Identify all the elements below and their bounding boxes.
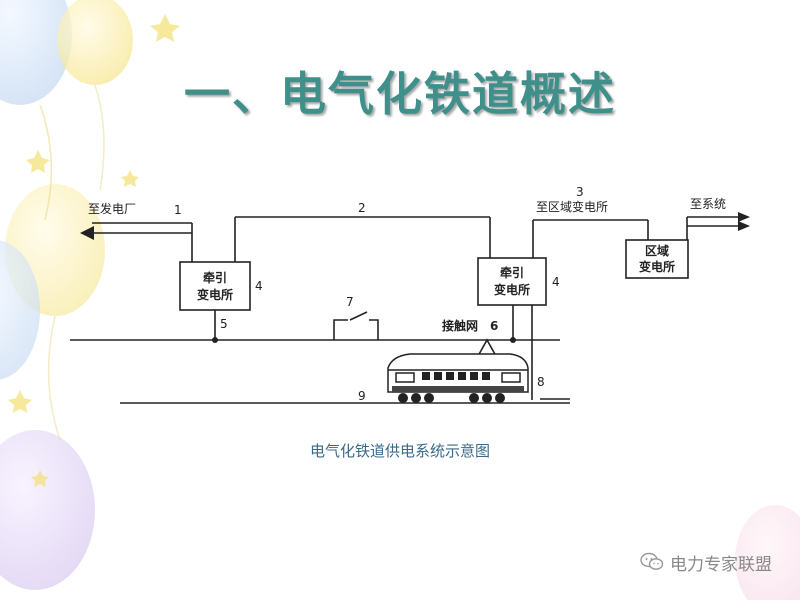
- number-6: 6: [490, 319, 498, 333]
- wechat-icon: [640, 552, 664, 570]
- substation-right-line2: 变电所: [494, 282, 530, 297]
- substation-right-line1: 牵引: [500, 265, 524, 280]
- traction-substation-right-box: [477, 257, 547, 306]
- number-9: 9: [358, 389, 366, 403]
- watermark-text: 电力专家联盟: [670, 554, 772, 575]
- district-substation-line1: 区域: [645, 243, 669, 258]
- label-to-system: 至系统: [690, 197, 726, 211]
- label-to-district-substation: 至区域变电所: [536, 199, 608, 214]
- number-4-left: 4: [255, 279, 263, 293]
- number-3: 3: [576, 185, 584, 199]
- electric-locomotive: [387, 353, 529, 403]
- number-5: 5: [220, 317, 228, 331]
- slide-title: 一、电气化铁道概述: [184, 67, 616, 121]
- district-substation-line2: 变电所: [639, 259, 675, 274]
- number-8: 8: [537, 375, 545, 389]
- number-7: 7: [346, 295, 354, 309]
- label-catenary: 接触网: [442, 318, 478, 333]
- number-4-right: 4: [552, 275, 560, 289]
- railway-power-supply-diagram: 至发电厂 至区域变电所 至系统 接触网 牵引 变电所 牵引 变电所 区域 变电所…: [70, 185, 750, 404]
- substation-left-line2: 变电所: [197, 287, 233, 302]
- diagram-caption: 电气化铁道供电系统示意图: [309, 442, 490, 460]
- section-switch-7: [333, 311, 379, 340]
- label-to-power-plant: 至发电厂: [88, 201, 136, 216]
- district-substation-box: [625, 239, 689, 279]
- substation-left-line1: 牵引: [203, 270, 227, 285]
- traction-substation-left-box: [179, 261, 251, 311]
- number-2: 2: [358, 201, 366, 215]
- watermark: 电力专家联盟: [640, 550, 772, 575]
- number-1: 1: [174, 203, 182, 217]
